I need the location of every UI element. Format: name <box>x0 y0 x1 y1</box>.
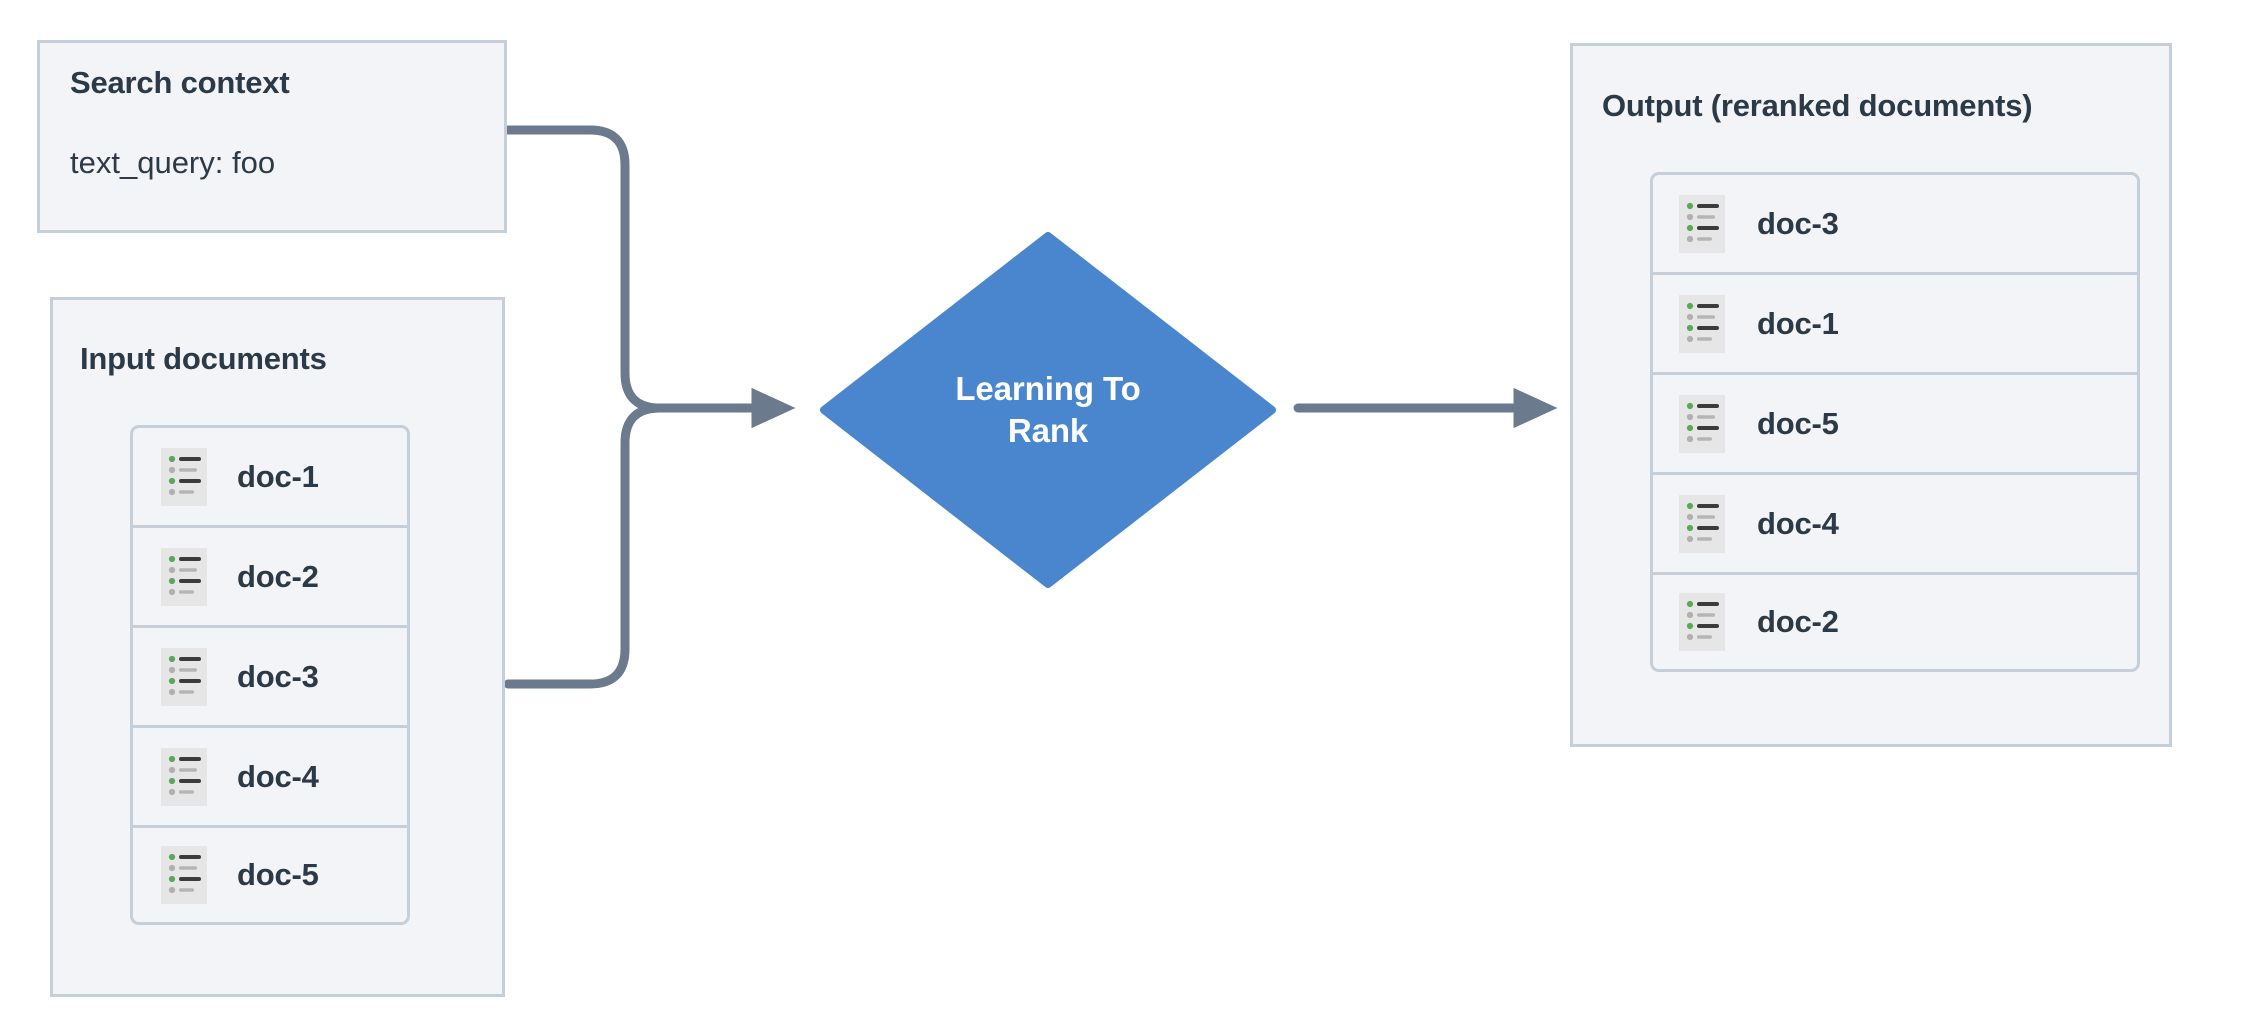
document-row[interactable]: doc-1 <box>130 425 410 525</box>
input-documents-title: Input documents <box>80 341 327 376</box>
diamond-shape <box>820 232 1276 588</box>
document-row[interactable]: doc-4 <box>130 725 410 825</box>
search-context-text-query: text_query: foo <box>70 145 276 180</box>
document-label: doc-5 <box>1757 405 1839 441</box>
document-row[interactable]: doc-4 <box>1650 472 2140 572</box>
search-context-title: Search context <box>70 65 290 100</box>
document-list-icon <box>161 647 207 706</box>
search-context-panel <box>37 40 507 233</box>
output-documents-list: doc-3 doc-1 doc-5 doc-4 doc-2 <box>1650 172 2140 672</box>
document-row[interactable]: doc-2 <box>130 525 410 625</box>
connector-input-documents-to-ltr <box>503 403 705 689</box>
document-row[interactable]: doc-1 <box>1650 272 2140 372</box>
document-label: doc-2 <box>1757 604 1839 639</box>
document-list-icon <box>161 846 207 904</box>
document-list-icon <box>1679 394 1725 453</box>
document-label: doc-4 <box>237 758 319 794</box>
document-label: doc-1 <box>1757 305 1839 341</box>
document-row[interactable]: doc-5 <box>1650 372 2140 472</box>
learning-to-rank-node[interactable]: Learning To Rank <box>820 232 1276 588</box>
document-row[interactable]: doc-5 <box>130 825 410 925</box>
document-row[interactable]: doc-3 <box>130 625 410 725</box>
document-row[interactable]: doc-2 <box>1650 572 2140 672</box>
document-label: doc-4 <box>1757 505 1839 541</box>
input-documents-list: doc-1 doc-2 doc-3 doc-4 doc-5 <box>130 425 410 925</box>
document-list-icon <box>161 447 207 506</box>
document-list-icon <box>161 747 207 806</box>
document-list-icon <box>1679 494 1725 553</box>
document-label: doc-3 <box>237 658 319 694</box>
document-list-icon <box>161 547 207 606</box>
document-label: doc-2 <box>237 558 319 594</box>
document-list-icon <box>1679 593 1725 651</box>
output-documents-title: Output (reranked documents) <box>1602 88 2033 123</box>
document-label: doc-1 <box>237 458 319 494</box>
document-list-icon <box>1679 294 1725 353</box>
document-row[interactable]: doc-3 <box>1650 172 2140 272</box>
document-list-icon <box>1679 194 1725 253</box>
document-label: doc-5 <box>237 857 319 892</box>
connector-search-context-to-ltr <box>503 125 705 413</box>
document-label: doc-3 <box>1757 205 1839 241</box>
